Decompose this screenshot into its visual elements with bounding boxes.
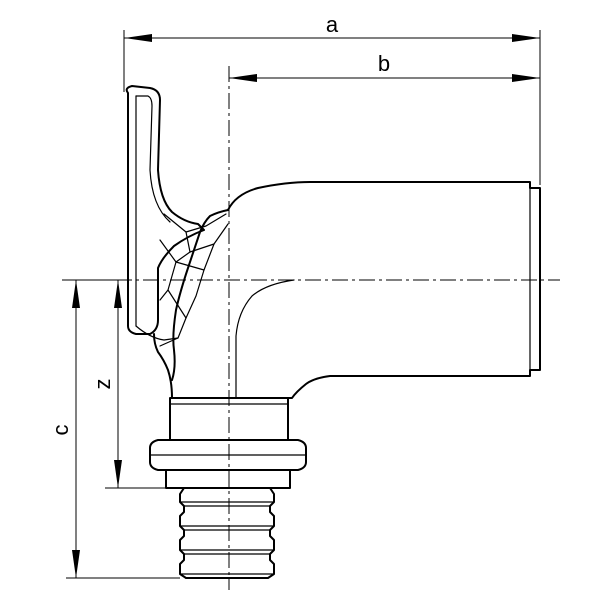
elbow-body-outline xyxy=(153,181,541,399)
dimension-a-arrow-left xyxy=(124,34,152,42)
dimension-b: b xyxy=(229,51,541,82)
elbow-body xyxy=(135,181,541,399)
web-line-6 xyxy=(167,269,205,319)
press-collar-outline xyxy=(149,439,307,471)
dimension-b-arrow-left xyxy=(229,74,257,82)
web-line-3 xyxy=(159,239,191,263)
press-collar xyxy=(149,439,307,489)
barbed-insert-outline xyxy=(179,487,275,579)
barbed-insert xyxy=(179,487,275,579)
web-line-4 xyxy=(159,261,177,301)
dimension-a-arrow-right xyxy=(512,34,540,42)
press-collar-step xyxy=(165,469,291,489)
dimension-c-arrow-top xyxy=(72,280,80,308)
dimension-c-arrow-bottom xyxy=(72,550,80,578)
web-line-2 xyxy=(185,223,229,253)
web-line-8 xyxy=(135,325,179,341)
dimension-a: a xyxy=(123,12,541,185)
wall-plate xyxy=(125,85,205,335)
wall-plate-outline xyxy=(125,85,205,335)
elbow-bore-curve xyxy=(235,279,295,399)
dimension-c-label: c xyxy=(48,425,73,436)
wall-plate-inner-edge xyxy=(135,95,171,223)
dimension-c: c xyxy=(48,279,180,579)
web-line-1 xyxy=(163,213,227,233)
dimension-z-arrow-bottom xyxy=(114,460,122,488)
dimension-b-label: b xyxy=(378,51,390,76)
dimension-a-label: a xyxy=(326,12,339,37)
dimension-z-arrow-top xyxy=(114,280,122,308)
dimension-z: z xyxy=(90,280,180,489)
dimension-z-label: z xyxy=(90,379,115,390)
elbow-body-front-curve xyxy=(171,209,229,381)
dimension-b-arrow-right xyxy=(512,74,540,82)
